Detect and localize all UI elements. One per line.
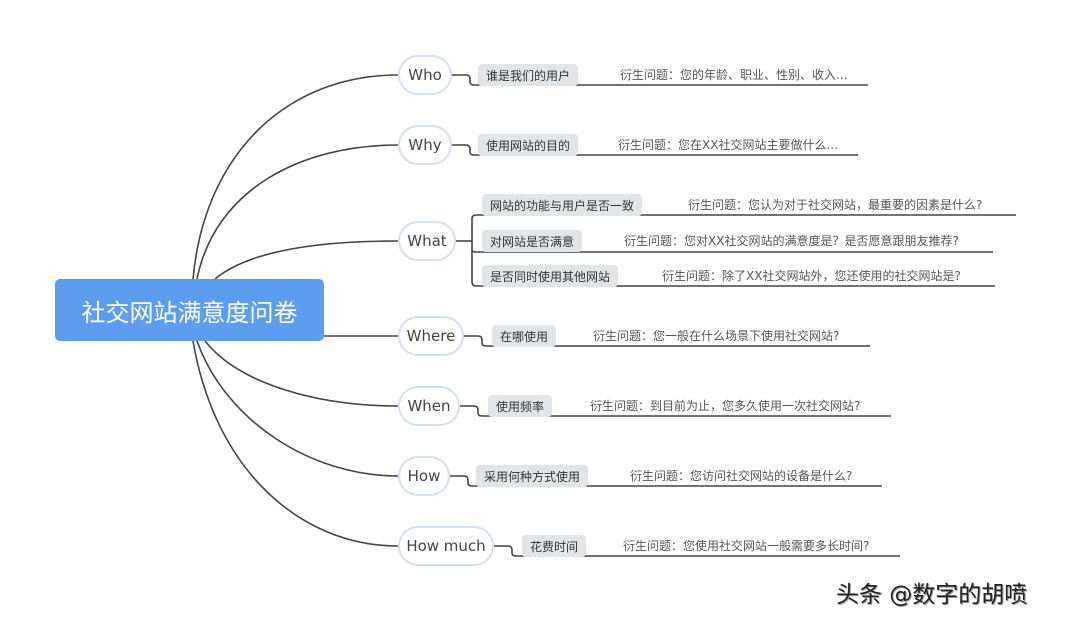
topic-how[interactable]: 采用何种方式使用 <box>476 465 589 487</box>
topic-when[interactable]: 使用频率 <box>488 395 553 417</box>
branch-how[interactable]: How <box>398 456 450 496</box>
question-what-1[interactable]: 衍生问题：您认为对于社交网站，最重要的因素是什么? <box>688 197 983 212</box>
branch-how-much[interactable]: How much <box>398 526 494 566</box>
question-when[interactable]: 衍生问题：到目前为止，您多久使用一次社交网站? <box>590 398 861 413</box>
branch-what[interactable]: What <box>398 221 456 261</box>
branch-where[interactable]: Where <box>398 316 464 356</box>
topic-where[interactable]: 在哪使用 <box>492 325 557 347</box>
branch-when[interactable]: When <box>398 386 460 426</box>
topic-what-3[interactable]: 是否同时使用其他网站 <box>482 265 619 287</box>
question-why[interactable]: 衍生问题：您在XX社交网站主要做什么... <box>618 137 838 152</box>
question-where[interactable]: 衍生问题：您一般在什么场景下使用社交网站? <box>593 328 840 343</box>
question-who[interactable]: 衍生问题：您的年龄、职业、性别、收入... <box>620 67 848 82</box>
question-how-much[interactable]: 衍生问题：您使用社交网站一般需要多长时间? <box>623 538 870 553</box>
watermark: 头条 @数字的胡喷 <box>836 582 1028 608</box>
topic-what-1[interactable]: 网站的功能与用户是否一致 <box>482 194 643 216</box>
topic-how-much[interactable]: 花费时间 <box>522 535 587 557</box>
question-what-3[interactable]: 衍生问题：除了XX社交网站外，您还使用的社交网站是? <box>662 268 961 283</box>
question-how[interactable]: 衍生问题：您访问社交网站的设备是什么? <box>630 468 853 483</box>
topic-who[interactable]: 谁是我们的用户 <box>478 64 579 86</box>
root-topic[interactable]: 社交网站满意度问卷 <box>55 279 324 341</box>
branch-why[interactable]: Why <box>398 125 452 165</box>
question-what-2[interactable]: 衍生问题：您对XX社交网站的满意度是？是否愿意跟朋友推荐? <box>624 233 959 248</box>
topic-what-2[interactable]: 对网站是否满意 <box>482 230 583 252</box>
branch-who[interactable]: Who <box>398 55 452 95</box>
topic-why[interactable]: 使用网站的目的 <box>478 134 579 156</box>
